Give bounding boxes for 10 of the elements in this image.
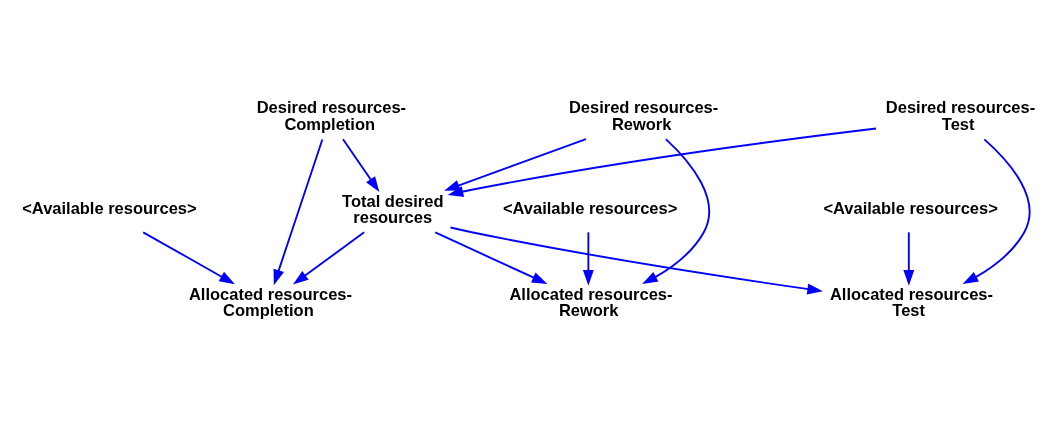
node-text: Allocated resources- Completion	[188, 284, 353, 319]
node-text: <Available resources>	[22, 198, 197, 217]
node-text: <Available resources>	[823, 198, 998, 217]
node-text: Desired resources- Completion	[256, 97, 407, 133]
node-text: Allocated resources- Test	[829, 284, 993, 319]
node-text: Desired resources- Rework	[568, 97, 719, 133]
node-text: Total desired resources	[342, 191, 444, 226]
node-text: <Available resources>	[502, 198, 678, 217]
node-text: Allocated resources- Rework	[509, 284, 673, 319]
node-text: Desired resources- Test	[885, 97, 1036, 133]
